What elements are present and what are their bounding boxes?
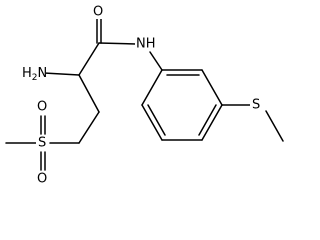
bond-alpha-amine: [43, 72, 80, 76]
amine-hydrogen: H: [22, 66, 32, 81]
ring-bond-5: [141, 104, 163, 141]
amine-subscript: 2: [32, 73, 38, 83]
ring-bond-3: [201, 104, 223, 141]
bonds: [5, 16, 284, 171]
sulfonyl-oxygen-bottom-label: O: [37, 172, 47, 187]
carbonyl-oxygen-label: O: [93, 5, 103, 20]
bond-alpha-beta: [78, 74, 100, 113]
chemical-structure: O NH H2N S O O S: [5, 5, 284, 187]
atom-labels: O NH H2N S O O S: [22, 5, 264, 187]
bond-beta-gamma: [78, 111, 100, 144]
ring-inner-bond-2: [198, 104, 217, 136]
sulfonyl-oxygen-top-label: O: [37, 100, 47, 115]
ring-bond-6: [141, 69, 163, 106]
amide-nitrogen-label: NH: [136, 37, 156, 52]
bond-carbonyl-n: [98, 42, 137, 45]
bond-n-ring: [149, 51, 163, 71]
amine-nitrogen: N: [38, 66, 48, 81]
ring-inner-bond-3: [147, 104, 166, 136]
thioether-sulfur-label: S: [252, 98, 260, 113]
bond-thioether-methyl: [265, 110, 284, 142]
ring-bond-2: [201, 69, 223, 106]
sulfonyl-sulfur-label: S: [38, 136, 46, 151]
amine-group-label: H2N: [22, 66, 47, 83]
bond-carbonyl-alpha: [78, 42, 100, 76]
